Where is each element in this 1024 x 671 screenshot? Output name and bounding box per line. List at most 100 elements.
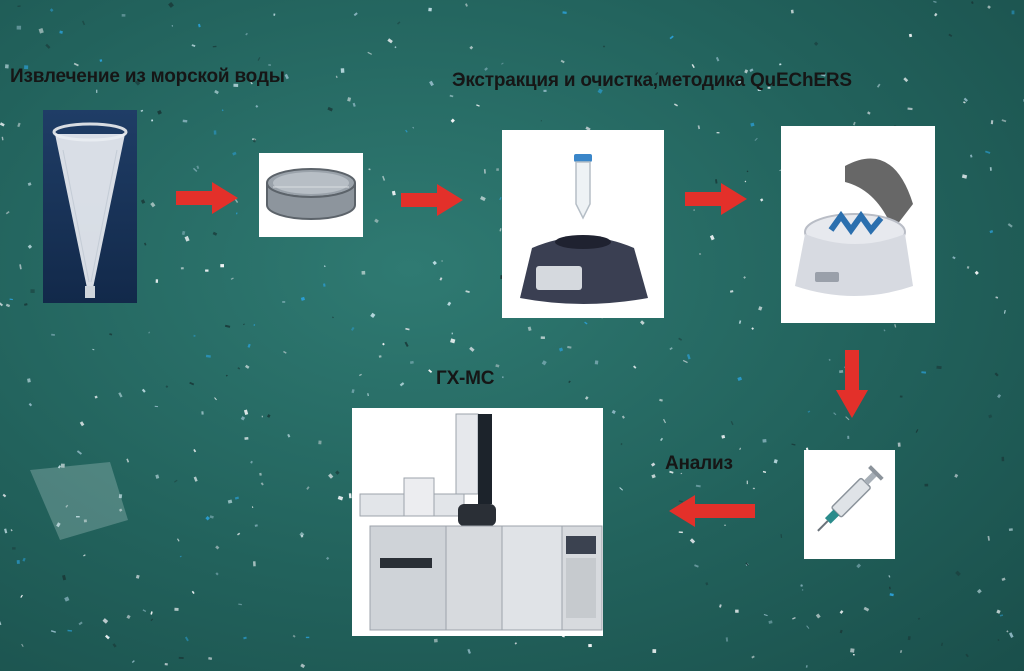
debris-speck	[382, 175, 386, 181]
debris-speck	[839, 629, 843, 634]
debris-speck	[325, 556, 330, 561]
debris-speck	[907, 107, 913, 111]
debris-speck	[963, 101, 966, 104]
debris-speck	[164, 663, 168, 666]
debris-speck	[739, 447, 742, 451]
debris-speck	[255, 104, 259, 108]
vortex-mixer-photo	[502, 130, 664, 318]
debris-speck	[954, 473, 959, 478]
debris-speck	[867, 111, 871, 115]
debris-speck	[168, 1, 174, 8]
debris-speck	[327, 106, 333, 112]
debris-speck	[368, 168, 371, 171]
debris-speck	[907, 636, 911, 641]
debris-speck	[208, 657, 213, 661]
debris-speck	[715, 56, 720, 62]
debris-speck	[19, 264, 22, 270]
debris-speck	[961, 174, 968, 179]
debris-speck	[965, 653, 969, 658]
debris-speck	[0, 302, 4, 307]
debris-speck	[250, 81, 253, 85]
debris-speck	[243, 409, 249, 415]
debris-speck	[966, 265, 970, 269]
debris-speck	[201, 411, 204, 415]
debris-speck	[1001, 119, 1007, 123]
debris-speck	[597, 88, 603, 94]
debris-speck	[651, 474, 656, 479]
debris-speck	[669, 35, 674, 40]
debris-speck	[994, 372, 999, 377]
debris-speck	[541, 360, 547, 366]
debris-speck	[174, 607, 179, 611]
debris-speck	[889, 593, 894, 597]
syringe-icon	[817, 465, 884, 532]
debris-speck	[10, 529, 13, 532]
debris-speck	[94, 395, 98, 399]
sieve-icon	[266, 168, 356, 220]
debris-speck	[752, 487, 755, 490]
debris-speck	[20, 594, 23, 598]
debris-speck	[987, 5, 991, 9]
debris-speck	[496, 168, 499, 171]
debris-speck	[233, 83, 239, 87]
debris-speck	[699, 253, 702, 255]
debris-speck	[165, 385, 169, 389]
sieve-photo	[259, 153, 363, 237]
plastic-film-debris	[30, 462, 128, 540]
debris-speck	[876, 83, 881, 88]
debris-speck	[514, 642, 518, 645]
debris-speck	[397, 21, 401, 25]
debris-speck	[250, 460, 253, 464]
debris-speck	[126, 458, 130, 463]
gcms-label: ГХ-МС	[436, 368, 495, 389]
debris-speck	[856, 563, 862, 569]
debris-speck	[196, 165, 200, 170]
debris-speck	[1011, 10, 1015, 15]
debris-speck	[253, 324, 256, 326]
debris-speck	[852, 121, 856, 126]
debris-speck	[735, 609, 739, 613]
seawater-label: Извлечение из морской воды	[10, 66, 285, 87]
debris-speck	[450, 118, 455, 123]
debris-speck	[749, 68, 754, 72]
debris-speck	[27, 244, 33, 249]
debris-speck	[888, 575, 891, 578]
debris-speck	[757, 88, 762, 91]
debris-speck	[719, 604, 722, 608]
debris-speck	[715, 179, 718, 184]
debris-speck	[997, 393, 1002, 399]
debris-speck	[399, 382, 405, 387]
debris-speck	[60, 463, 65, 468]
debris-speck	[189, 381, 195, 386]
debris-speck	[669, 470, 674, 474]
debris-speck	[157, 110, 162, 115]
debris-speck	[899, 650, 903, 654]
debris-speck	[451, 332, 453, 335]
debris-speck	[49, 8, 54, 12]
debris-speck	[184, 636, 189, 642]
debris-speck	[259, 472, 262, 476]
debris-speck	[225, 374, 228, 377]
debris-speck	[990, 120, 994, 125]
debris-speck	[744, 69, 749, 74]
debris-speck	[332, 316, 334, 319]
debris-speck	[215, 572, 219, 576]
debris-speck	[921, 371, 927, 374]
debris-speck	[584, 321, 588, 325]
debris-speck	[729, 290, 734, 293]
debris-speck	[59, 30, 63, 34]
debris-speck	[351, 389, 355, 394]
debris-speck	[988, 414, 993, 419]
debris-speck	[148, 331, 151, 334]
debris-speck	[361, 270, 366, 275]
debris-speck	[894, 324, 897, 328]
debris-speck	[155, 474, 160, 479]
debris-speck	[67, 629, 73, 632]
debris-speck	[433, 638, 438, 643]
debris-speck	[839, 369, 844, 374]
debris-speck	[367, 393, 369, 397]
debris-speck	[695, 484, 701, 488]
debris-speck	[672, 78, 675, 81]
debris-speck	[238, 603, 242, 606]
